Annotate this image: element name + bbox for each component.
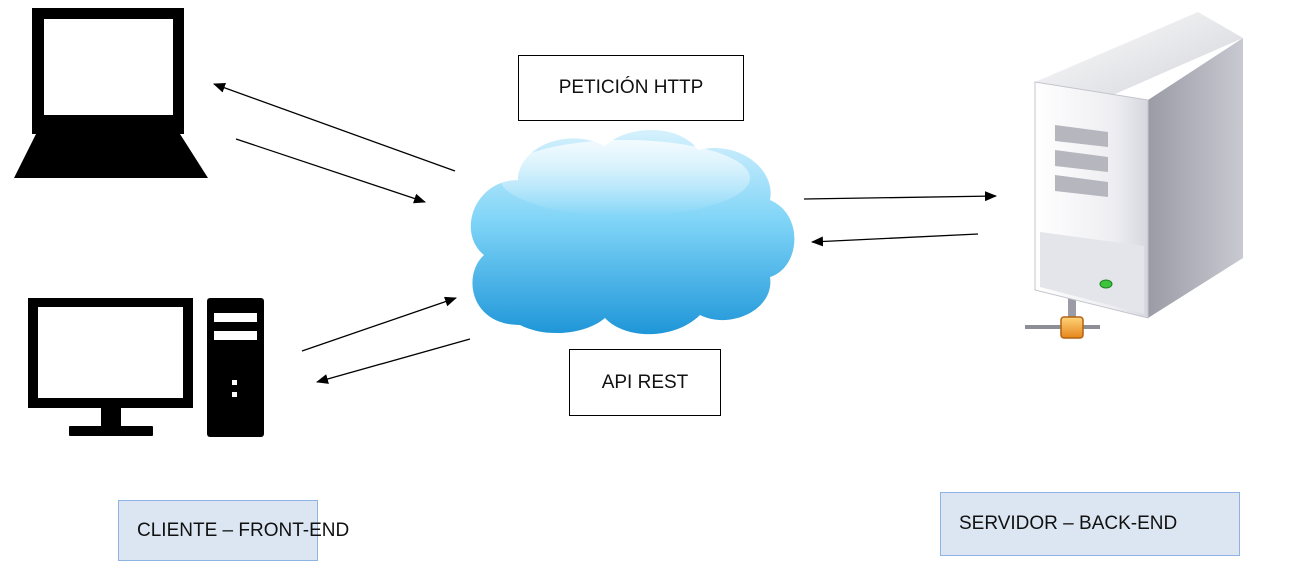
http-request-label: PETICIÓN HTTP	[518, 55, 744, 121]
server-tower-icon	[1025, 12, 1243, 339]
server-backend-label: SERVIDOR – BACK-END	[940, 492, 1240, 556]
arrow-cloud-to-desktop	[316, 338, 471, 384]
arrow-desktop-to-cloud	[301, 296, 457, 352]
arrow-cloud-to-server	[803, 191, 997, 202]
arrow-cloud-to-laptop	[213, 83, 456, 172]
desktop-computer-icon	[28, 298, 264, 437]
cloud-icon	[470, 129, 795, 335]
client-frontend-label: CLIENTE – FRONT-END	[118, 500, 349, 561]
arrow-server-to-cloud	[811, 233, 979, 247]
laptop-icon	[14, 8, 208, 178]
arrow-laptop-to-cloud	[235, 138, 426, 204]
api-rest-label: API REST	[569, 349, 721, 416]
